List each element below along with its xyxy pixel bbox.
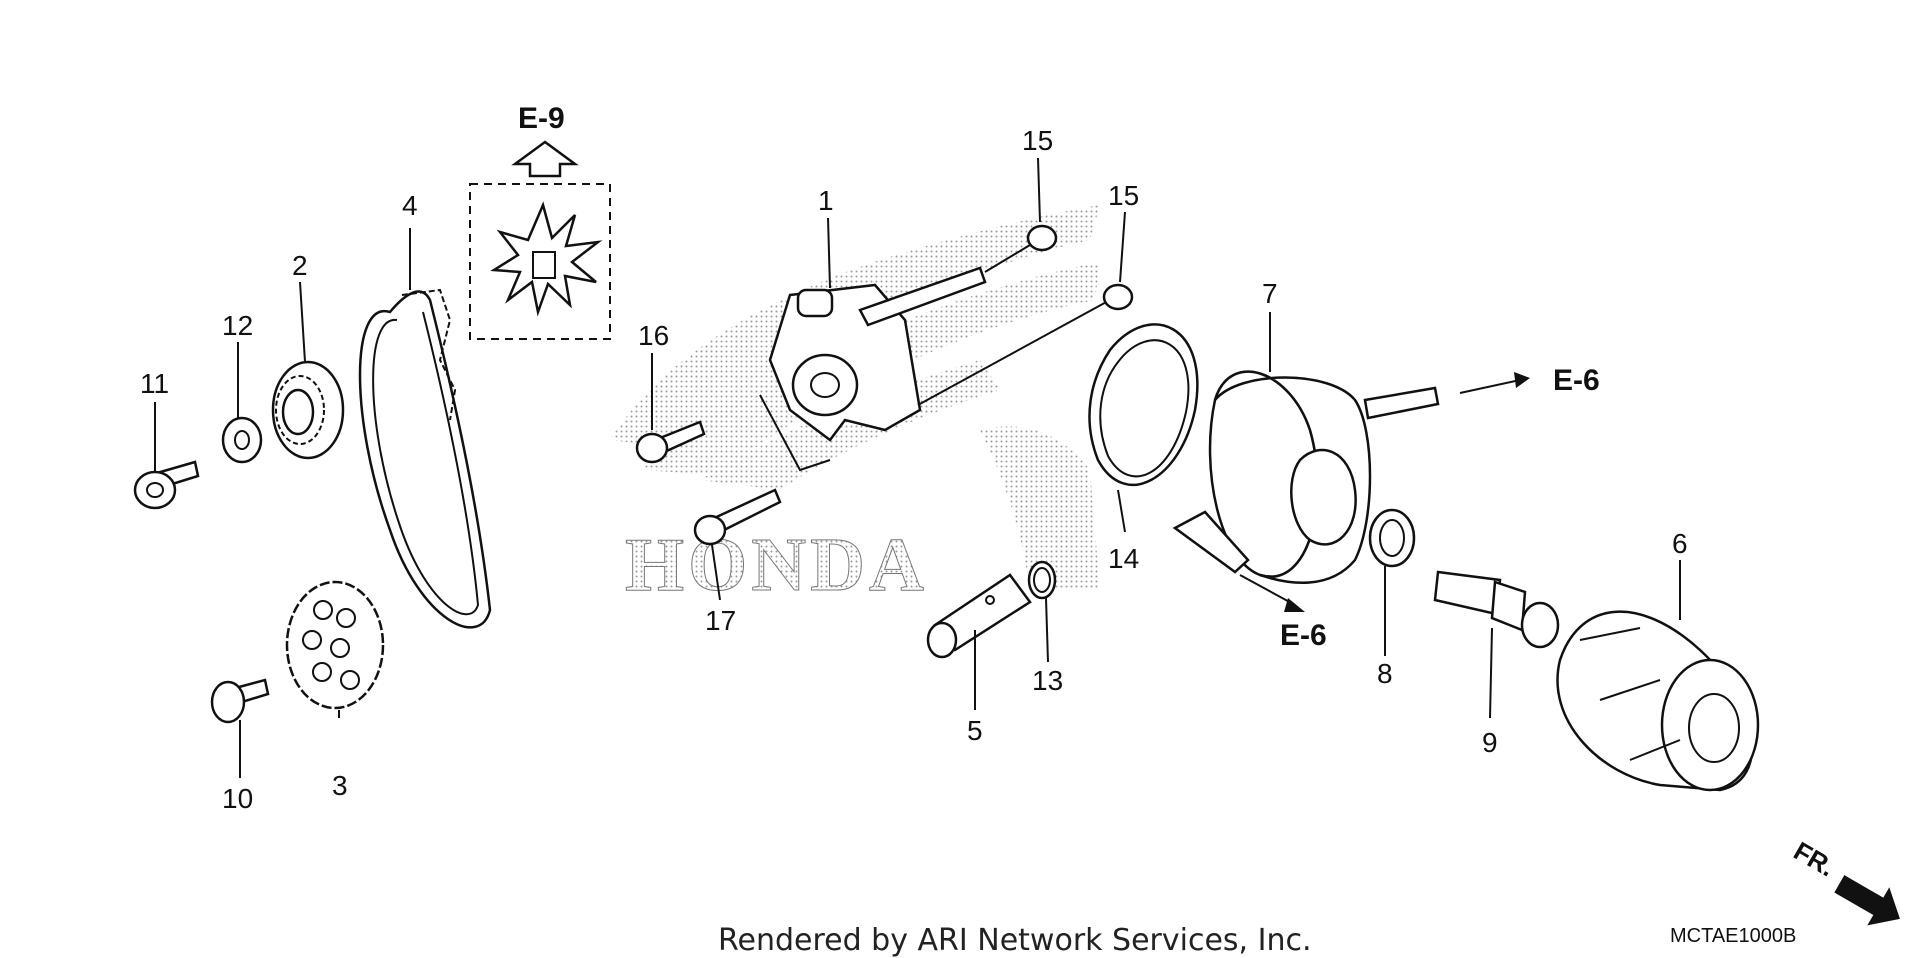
footer-credit: Rendered by ARI Network Services, Inc. [718,923,1312,958]
part-label-15b: 15 [1108,180,1139,211]
part-label-1: 1 [818,185,834,216]
part-label-7: 7 [1262,278,1278,309]
part-label-15a: 15 [1022,125,1053,156]
ref-e6-arrow-lower [1239,574,1296,606]
part-label-14: 14 [1108,543,1139,574]
part-label-3: 3 [332,770,348,801]
cam-chain [358,288,492,629]
washer [221,416,263,464]
relief-valve [926,573,1032,659]
front-direction-label: FR. [1789,836,1840,883]
part-label-12: 12 [222,310,253,341]
part-label-16: 16 [638,320,669,351]
driven-sprocket [285,580,385,710]
drawing-code: MCTAE1000B [1670,925,1796,947]
sealing-washer [1368,508,1416,568]
relief-valve-o-ring [1027,560,1057,600]
ref-e6-label-lower: E-6 [1280,619,1327,652]
part-label-11: 11 [140,368,169,399]
oil-cooler-center-bolt [1433,570,1560,649]
oil-pump-body [759,244,1111,472]
driven-sprocket-bolt [210,678,270,724]
ref-e9-box [469,183,611,340]
front-direction-arrow [1834,875,1900,926]
pump-bolt-long [693,488,782,546]
part-label-4: 4 [402,190,418,221]
oil-cooler-gasket [1088,323,1199,487]
sprocket-bolt [133,460,200,510]
drive-sprocket [271,360,345,460]
oil-cooler [1172,370,1440,584]
leader-lines [154,157,1681,778]
part-label-6: 6 [1672,528,1688,559]
part-label-8: 8 [1377,658,1393,689]
part-label-9: 9 [1482,727,1498,758]
dowel-collar [1026,224,1134,311]
part-label-5: 5 [967,715,983,746]
part-label-13: 13 [1032,665,1063,696]
pump-bolt-short [635,420,706,464]
honda-watermark-text: HONDA [625,523,928,607]
ref-e9-arrow [511,140,579,178]
part-label-17: 17 [705,605,736,636]
ref-e6-label-upper: E-6 [1553,364,1600,397]
part-label-10: 10 [222,783,253,814]
part-label-2: 2 [292,250,308,281]
oil-filter-cartridge [1556,610,1760,792]
inner-rotor-icon [490,201,603,317]
ref-e9-label: E-9 [518,102,565,135]
ref-e6-arrow-upper [1459,379,1521,394]
front-direction-indicator: FR. [1789,836,1900,926]
